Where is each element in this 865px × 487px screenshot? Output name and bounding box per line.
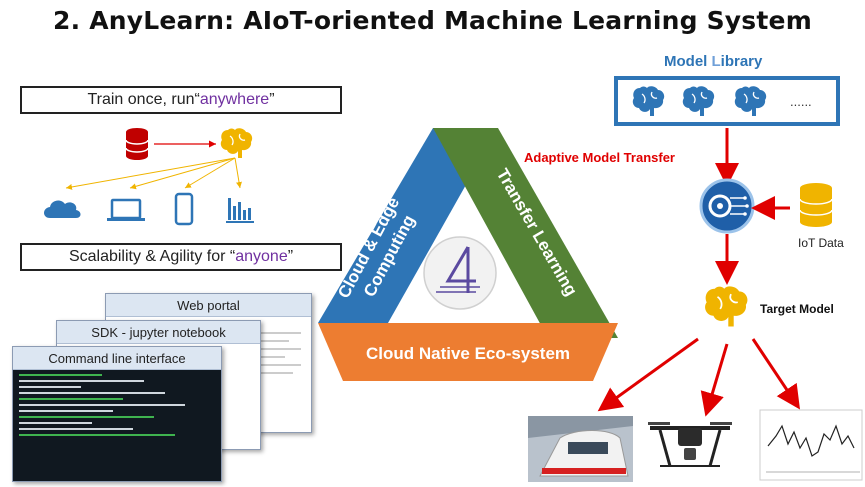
target-model-brain-icon	[705, 286, 748, 327]
transfer-flow	[528, 128, 863, 482]
library-brain-icon	[734, 86, 767, 116]
scalability-quote: ”	[287, 248, 294, 265]
eco-system-bar	[318, 323, 618, 381]
library-brain-icon	[682, 86, 715, 116]
target-model-label: Target Model	[760, 302, 834, 316]
web-portal-content	[261, 326, 301, 426]
anyone-text: anyone	[235, 248, 288, 265]
cloud-icon	[44, 200, 81, 218]
iot-database-icon	[799, 183, 833, 227]
web-portal-title: Web portal	[106, 294, 311, 317]
ai-gear-icon	[699, 178, 755, 234]
cli-title: Command line interface	[13, 347, 221, 370]
time-series-image	[759, 409, 863, 481]
cli-window: Command line interface	[12, 346, 222, 482]
anywhere-text: anywhere	[199, 91, 270, 108]
model-library-title: Model Library	[664, 53, 763, 70]
iot-data-label: IoT Data	[798, 236, 844, 250]
adaptive-transfer-label: Adaptive Model Transfer	[524, 150, 675, 165]
eco-system-label: Cloud Native Eco-system	[366, 344, 570, 363]
scalability-box: Scalability & Agility for “anyone”	[20, 243, 342, 271]
phone-icon	[174, 192, 194, 226]
anylearn-logo	[423, 236, 497, 310]
brain-icon	[220, 128, 253, 158]
bar-chart-icon	[226, 198, 254, 223]
cli-content	[13, 374, 221, 436]
laptop-icon	[107, 198, 145, 221]
cloud-edge-side	[318, 128, 498, 323]
scalability-text: Scalability & Agility for “	[68, 248, 236, 265]
library-brains: ......	[632, 86, 812, 116]
transfer-learning-side	[433, 128, 618, 338]
train-once-text: Train once, run“	[87, 91, 200, 108]
model-library-box: ......	[614, 76, 840, 126]
library-brain-icon	[632, 86, 665, 116]
page-title: 2. AnyLearn: AIoT-oriented Machine Learn…	[53, 6, 812, 35]
database-icon	[125, 128, 149, 160]
train-image	[528, 416, 633, 482]
train-once-box: Train once, run“anywhere”	[20, 86, 342, 114]
sdk-title: SDK - jupyter notebook	[57, 321, 260, 344]
library-ellipsis: ......	[790, 94, 812, 109]
anylearn-triangle: Cloud & Edge Computing Transfer Learning…	[318, 128, 618, 381]
train-once-quote: ”	[269, 91, 275, 108]
drone-image	[648, 422, 732, 467]
deployment-diagram	[44, 128, 254, 226]
